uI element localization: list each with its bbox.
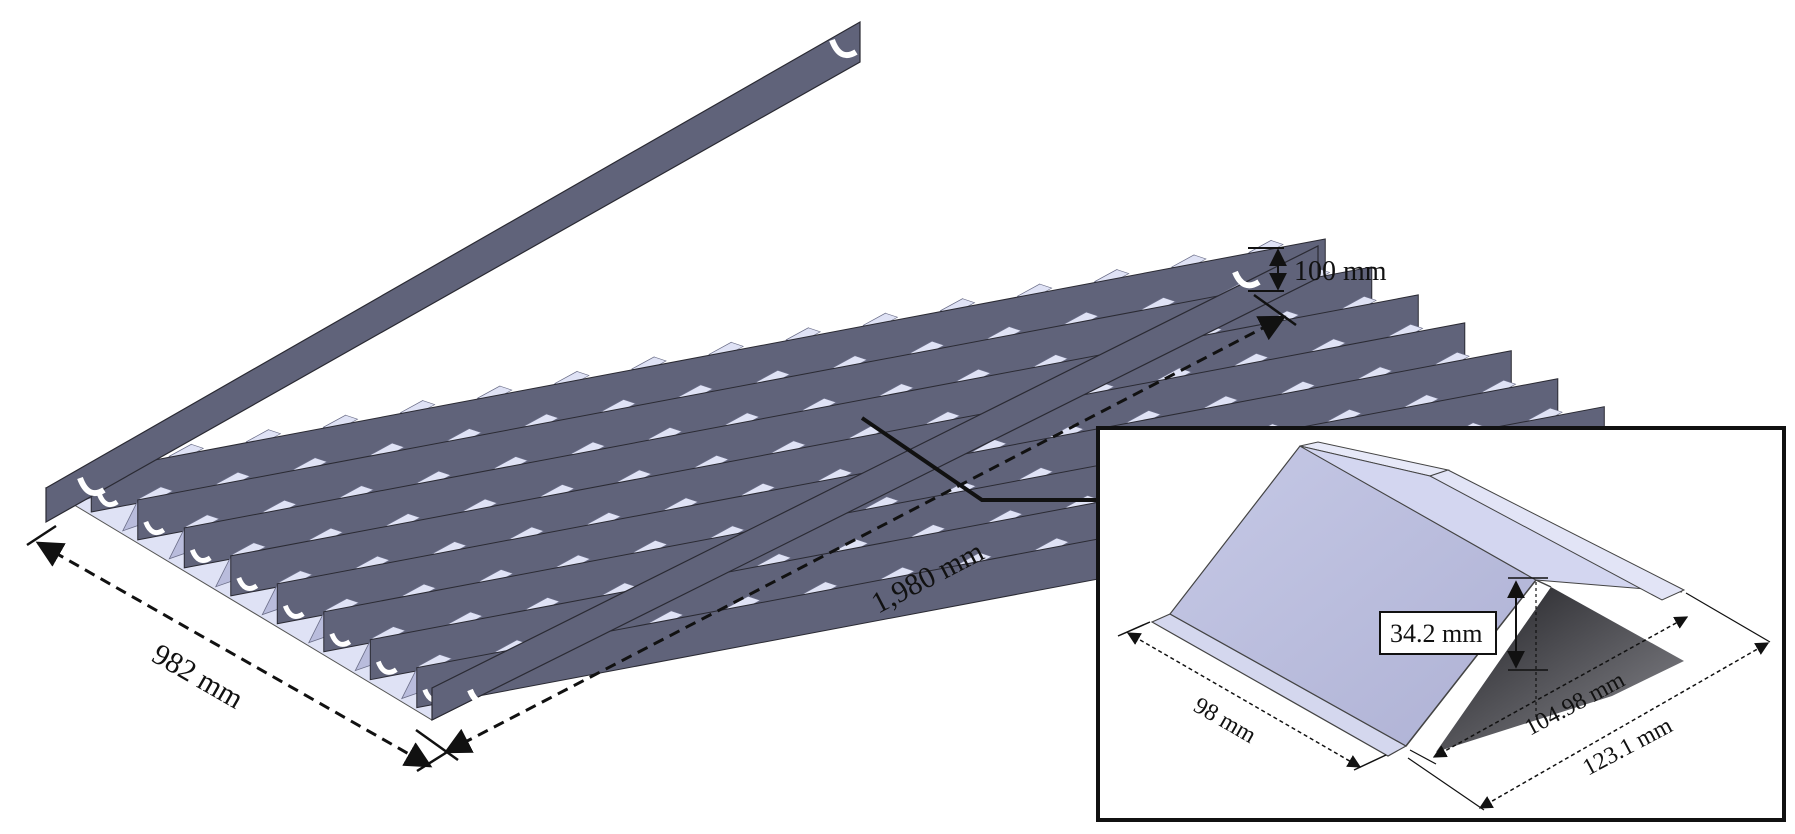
length-ext-right [1253,293,1297,327]
wall-slot [829,38,858,58]
detail-outer-ext [1685,592,1771,643]
detail-base-dimension-line [1126,632,1362,768]
corrugation-detail-inset: 34.2 mm 98 mm 104.98 mm 123.1 mm [1096,426,1786,822]
detail-right-flange [1428,469,1686,601]
detail-leader-line [860,416,1100,502]
width-ext-left [26,524,57,547]
length-ext-left [415,728,459,762]
detail-base-ext [1353,754,1387,771]
tray-back-wall [45,20,861,524]
length-dimension-line [443,315,1287,754]
detail-fold-edge [1535,579,1552,588]
wall-slot [143,520,166,536]
detail-height-label: 34.2 mm [1390,619,1482,648]
detail-inner-dimension-line [1432,616,1689,758]
width-dimension-line [35,541,433,768]
detail-inner-ext [1409,749,1437,765]
wall-slot [96,493,119,508]
detail-outer-ext [1407,757,1485,811]
height-label: 100 mm [1294,256,1387,287]
wall-slot [1232,270,1261,289]
detail-outer-dimension-line [1478,642,1770,809]
detail-base-ext [1117,621,1151,637]
wall-slot [77,476,106,496]
width-label: 982 mm [147,637,249,715]
